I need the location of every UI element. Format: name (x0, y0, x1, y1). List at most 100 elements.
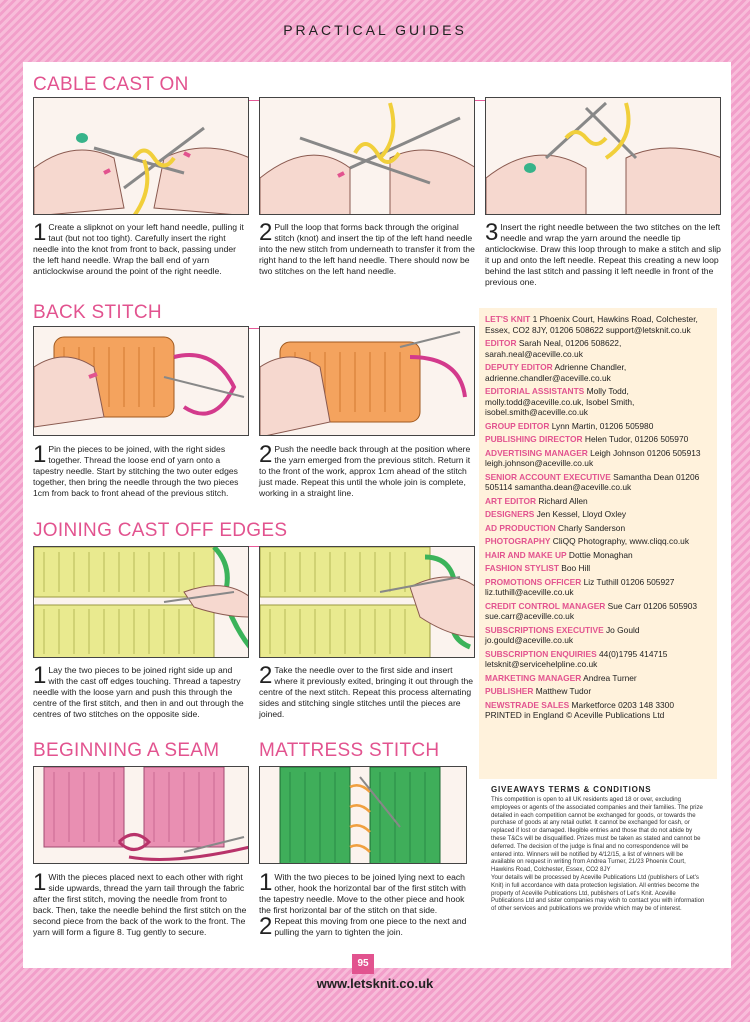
credit-role: FASHION STYLIST (485, 563, 559, 573)
credit-role: ADVERTISING MANAGER (485, 447, 588, 458)
illustration-cable-step-3 (485, 97, 721, 215)
credit-detail: Liz Tuthill 01206 505927 liz.tuthill@ace… (485, 576, 675, 598)
section-title-joining-cast-off: JOINING CAST OFF EDGES (33, 520, 288, 541)
credit-line: ADVERTISING MANAGER Leigh Johnson 01206 … (485, 448, 711, 469)
credit-detail: Helen Tudor, 01206 505970 (582, 434, 689, 444)
step-number: 2 (259, 219, 273, 246)
credit-line: SUBSCRIPTION ENQUIRIES 44(0)1795 414715 … (485, 649, 711, 670)
credit-detail: Dottie Monaghan (566, 549, 633, 560)
credit-detail: Matthew Tudor (533, 686, 592, 696)
step-text: Insert the right needle between the two … (485, 222, 721, 287)
credit-detail: Samantha Dean 01206 505114 samantha.dean… (485, 471, 700, 493)
giveaways-title: GIVEAWAYS TERMS & CONDITIONS (491, 785, 652, 794)
credit-role: DEPUTY EDITOR (485, 362, 553, 372)
credit-role: AD PRODUCTION (485, 522, 556, 533)
footer-url[interactable]: www.letsknit.co.uk (316, 976, 434, 991)
section-title-beginning-a-seam: BEGINNING A SEAM (33, 740, 220, 761)
illustration-back-step-1 (33, 326, 249, 436)
section-title-mattress-stitch: MATTRESS STITCH (259, 740, 440, 761)
credit-line: CREDIT CONTROL MANAGER Sue Carr 01206 50… (485, 601, 711, 622)
credit-line: PUBLISHING DIRECTOR Helen Tudor, 01206 5… (485, 434, 711, 445)
section-title-cable-cast-on: CABLE CAST ON (33, 74, 189, 95)
credit-detail: Sarah Neal, 01206 508622, sarah.neal@ace… (485, 338, 622, 359)
giveaways-body: This competition is open to all UK resid… (491, 796, 703, 874)
credit-role: ART EDITOR (485, 495, 537, 506)
step-number: 2 (259, 441, 273, 468)
credit-detail: Sue Carr 01206 505903 sue.carr@aceville.… (485, 600, 698, 622)
credit-role: SUBSCRIPTIONS EXECUTIVE (485, 624, 604, 635)
credit-line: PHOTOGRAPHY CliQQ Photography, www.cliqq… (485, 536, 711, 547)
credit-line: DEPUTY EDITOR Adrienne Chandler, adrienn… (485, 362, 711, 383)
step-text: Repeat this moving from one piece to the… (274, 916, 467, 937)
credit-role: PUBLISHER (485, 686, 534, 696)
credit-line: HAIR AND MAKE UP Dottie Monaghan (485, 550, 711, 561)
credit-role: PROMOTIONS OFFICER (485, 576, 582, 587)
credit-role: SENIOR ACCOUNT EXECUTIVE (485, 471, 611, 482)
credit-line: FASHION STYLIST Boo Hill (485, 563, 711, 574)
page-number: 95 (352, 954, 374, 974)
credit-line: AD PRODUCTION Charly Sanderson (485, 523, 711, 534)
credit-line: GROUP EDITOR Lynn Martin, 01206 505980 (485, 421, 711, 432)
credit-line: DESIGNERS Jen Kessel, Lloyd Oxley (485, 509, 711, 520)
credit-role: MARKETING MANAGER (485, 672, 582, 683)
giveaways-data-protection: Your details will be processed by Acevil… (491, 873, 705, 913)
step-text: Create a slipknot on your left hand need… (33, 222, 244, 276)
credit-detail: Leigh Johnson 01206 505913 leigh.johnson… (485, 447, 701, 469)
credit-role: EDITORIAL ASSISTANTS (485, 386, 585, 396)
illustration-cable-step-2 (259, 97, 475, 215)
credit-detail: Jen Kessel, Lloyd Oxley (534, 509, 627, 519)
credit-line: PUBLISHER Matthew Tudor (485, 686, 711, 697)
credit-role: NEWSTRADE SALES (485, 699, 570, 710)
credit-detail: Andrea Turner (581, 672, 637, 683)
credit-role: PUBLISHING DIRECTOR (485, 434, 583, 444)
credit-detail: Richard Allen (536, 495, 588, 506)
step-text: With the two pieces to be joined lying n… (259, 872, 466, 915)
page-content: CABLE CAST ON (23, 62, 731, 968)
step-number: 1 (33, 869, 47, 896)
credit-detail: 44(0)1795 414715 letsknit@servicehelplin… (485, 648, 668, 670)
illustration-mattress-step-1 (259, 766, 467, 864)
credit-detail: Adrienne Chandler, adrienne.chandler@ace… (485, 362, 627, 383)
credit-line: SUBSCRIPTIONS EXECUTIVE Jo Gould jo.goul… (485, 625, 711, 646)
step-number: 1 (33, 441, 47, 468)
credit-role: CREDIT CONTROL MANAGER (485, 600, 606, 611)
credit-line: ART EDITOR Richard Allen (485, 496, 711, 507)
step-text: With the pieces placed next to each othe… (33, 872, 247, 937)
step-number: 3 (485, 219, 499, 246)
illustration-joining-step-1 (33, 546, 249, 658)
credit-detail: 1 Phoenix Court, Hawkins Road, Colcheste… (485, 314, 698, 335)
illustration-joining-step-2 (259, 546, 475, 658)
credit-detail: Marketforce 0203 148 3300 PRINTED in Eng… (485, 699, 674, 721)
credit-detail: Molly Todd, molly.todd@aceville.co.uk, I… (485, 386, 635, 417)
credit-role: PHOTOGRAPHY (485, 536, 551, 546)
step-number: 1 (33, 662, 47, 689)
credit-line: EDITORIAL ASSISTANTS Molly Todd, molly.t… (485, 386, 711, 418)
step-number: 2 (259, 913, 273, 940)
step-number: 1 (259, 869, 273, 896)
credit-line: MARKETING MANAGER Andrea Turner (485, 673, 711, 684)
illustration-cable-step-1 (33, 97, 249, 215)
section-rule (33, 546, 467, 547)
step-text: Push the needle back through at the posi… (259, 444, 471, 498)
credit-line: LET'S KNIT 1 Phoenix Court, Hawkins Road… (485, 314, 711, 335)
credit-line: PROMOTIONS OFFICER Liz Tuthill 01206 505… (485, 577, 711, 598)
credit-line: SENIOR ACCOUNT EXECUTIVE Samantha Dean 0… (485, 472, 711, 493)
step-text: Lay the two pieces to be joined right si… (33, 665, 244, 719)
credit-detail: Jo Gould jo.gould@aceville.co.uk (485, 624, 640, 646)
section-header: PRACTICAL GUIDES (283, 22, 467, 38)
credit-role: SUBSCRIPTION ENQUIRIES (485, 648, 597, 659)
section-title-back-stitch: BACK STITCH (33, 302, 162, 323)
credit-role: DESIGNERS (485, 509, 535, 519)
section-rule (33, 328, 467, 329)
credit-role: EDITOR (485, 338, 517, 348)
illustration-back-step-2 (259, 326, 475, 436)
step-number: 1 (33, 219, 47, 246)
